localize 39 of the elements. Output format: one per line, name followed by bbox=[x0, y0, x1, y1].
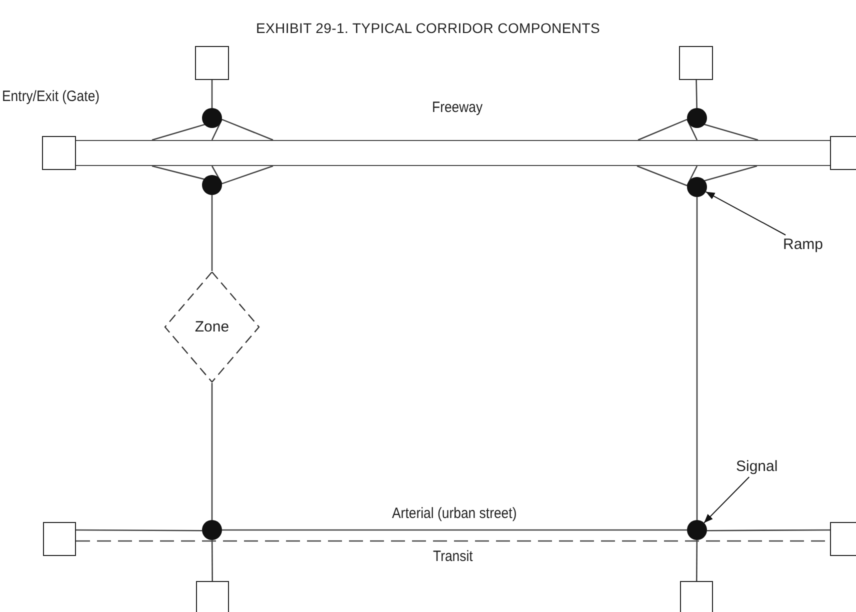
road-line bbox=[211, 540, 214, 581]
road-line bbox=[696, 197, 698, 520]
road-line bbox=[696, 540, 698, 581]
intersection-dot bbox=[202, 520, 222, 540]
ramp-line bbox=[636, 165, 688, 186]
ramp-line bbox=[222, 118, 274, 141]
road-line bbox=[211, 383, 213, 520]
road-line bbox=[686, 166, 698, 186]
road-line bbox=[211, 166, 222, 184]
gate-square bbox=[195, 46, 229, 80]
road-line bbox=[211, 195, 213, 271]
gate-square bbox=[830, 522, 856, 556]
gate-square bbox=[679, 46, 713, 80]
ramp-line bbox=[638, 118, 688, 141]
gate-square bbox=[43, 522, 76, 556]
ramp-line bbox=[222, 165, 274, 184]
road-label: Freeway bbox=[432, 99, 483, 117]
zone-diamond bbox=[164, 271, 260, 383]
intersection-dot bbox=[687, 520, 707, 540]
road-line bbox=[76, 529, 202, 532]
road-line bbox=[211, 80, 213, 108]
intersection-dot bbox=[202, 175, 222, 195]
callout-label: Signal bbox=[736, 457, 782, 477]
gate-label: Entry/Exit (Gate) bbox=[2, 88, 100, 106]
road-line bbox=[222, 529, 687, 531]
intersection-dot bbox=[687, 108, 707, 128]
callout-label: Ramp bbox=[783, 235, 825, 255]
edge-label: Arterial (urban street) bbox=[392, 505, 517, 523]
diagram-title: EXHIBIT 29-1. TYPICAL CORRIDOR COMPONENTS bbox=[254, 20, 601, 36]
gate-square bbox=[830, 136, 856, 170]
gate-square bbox=[196, 581, 229, 612]
gate-square bbox=[42, 136, 76, 170]
leader-line bbox=[704, 476, 750, 524]
leader-line bbox=[705, 191, 786, 236]
road-line bbox=[696, 80, 698, 108]
intersection-dot bbox=[202, 108, 222, 128]
road-line bbox=[706, 529, 830, 532]
intersection-dot bbox=[687, 177, 707, 197]
gate-square bbox=[680, 581, 713, 612]
